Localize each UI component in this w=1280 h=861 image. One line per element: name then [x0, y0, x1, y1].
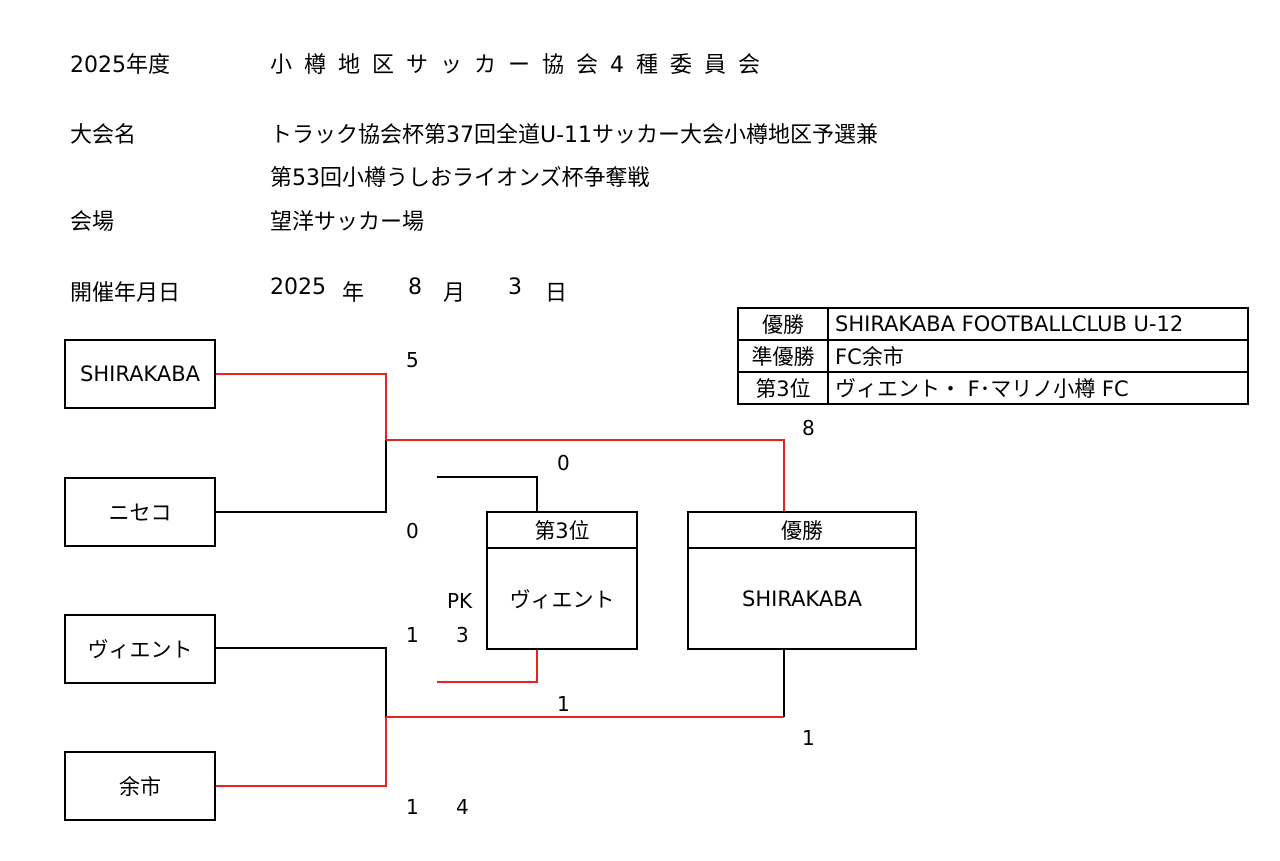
- bracket-line-third-bottom: [437, 649, 538, 683]
- result-team: SHIRAKABA FOOTBALLCLUB U-12: [827, 307, 1249, 341]
- score-sf2-yoichi: 1: [406, 795, 419, 819]
- score-sf2-yoichi-pk: 4: [456, 795, 469, 819]
- bracket-line-final-top: [386, 439, 785, 512]
- date-month: 8: [408, 275, 422, 300]
- score-sf1-niseko: 0: [406, 519, 419, 543]
- team-box-yoichi: 余市: [64, 751, 216, 821]
- score-sf2-viento-pk: 3: [456, 623, 469, 647]
- result-row: 第3位 ヴィエント・ F･マリノ小樽 FC: [737, 371, 1249, 405]
- score-final-bottom: 1: [802, 726, 815, 750]
- score-third-top: 0: [557, 451, 570, 475]
- bracket-line-third-top: [437, 476, 538, 512]
- team-box-niseko: ニセコ: [64, 477, 216, 547]
- tournament-name-line2: 第53回小樽うしおライオンズ杯争奪戦: [270, 166, 650, 191]
- result-team: ヴィエント・ F･マリノ小樽 FC: [827, 371, 1249, 405]
- tournament-name-line1: トラック協会杯第37回全道U-11サッカー大会小樽地区予選兼: [270, 123, 879, 148]
- date-day-unit: 日: [545, 281, 568, 306]
- score-final-top: 8: [802, 416, 815, 440]
- result-team: FC余市: [827, 339, 1249, 373]
- bracket-line-t4: [216, 717, 387, 787]
- venue-name: 望洋サッカー場: [270, 210, 425, 235]
- score-sf2-viento: 1: [406, 623, 419, 647]
- tournament-label: 大会名: [70, 123, 137, 148]
- results-table: 優勝 SHIRAKABA FOOTBALLCLUB U-12 準優勝 FC余市 …: [737, 307, 1249, 405]
- team-box-shirakaba: SHIRAKABA: [64, 339, 216, 409]
- result-rank: 優勝: [737, 307, 829, 341]
- result-rank: 準優勝: [737, 339, 829, 373]
- season-label: 2025年度: [70, 53, 170, 78]
- date-month-unit: 月: [443, 281, 466, 306]
- date-year: 2025: [270, 275, 326, 300]
- result-row: 優勝 SHIRAKABA FOOTBALLCLUB U-12: [737, 307, 1249, 341]
- score-third-bottom: 1: [557, 692, 570, 716]
- bracket-line-t2: [216, 440, 387, 513]
- champion-team: SHIRAKABA: [742, 586, 862, 611]
- date-label: 開催年月日: [70, 281, 181, 306]
- result-row: 準優勝 FC余市: [737, 339, 1249, 373]
- third-place-title: 第3位: [488, 513, 636, 549]
- date-year-unit: 年: [342, 281, 365, 306]
- bracket-line-t3: [216, 647, 387, 717]
- organizer-title: 小樽地区サッカー協会4種委員会: [270, 53, 772, 78]
- date-day: 3: [508, 275, 522, 300]
- champion-box: 優勝 SHIRAKABA: [687, 511, 917, 650]
- pk-label: PK: [447, 589, 473, 613]
- team-box-viento: ヴィエント: [64, 614, 216, 684]
- score-sf1-shirakaba: 5: [406, 348, 419, 372]
- third-place-box: 第3位 ヴィエント: [486, 511, 638, 650]
- venue-label: 会場: [70, 210, 115, 235]
- third-place-team: ヴィエント: [509, 587, 615, 612]
- bracket-line-t1: [216, 373, 387, 440]
- champion-title: 優勝: [689, 513, 915, 549]
- result-rank: 第3位: [737, 371, 829, 405]
